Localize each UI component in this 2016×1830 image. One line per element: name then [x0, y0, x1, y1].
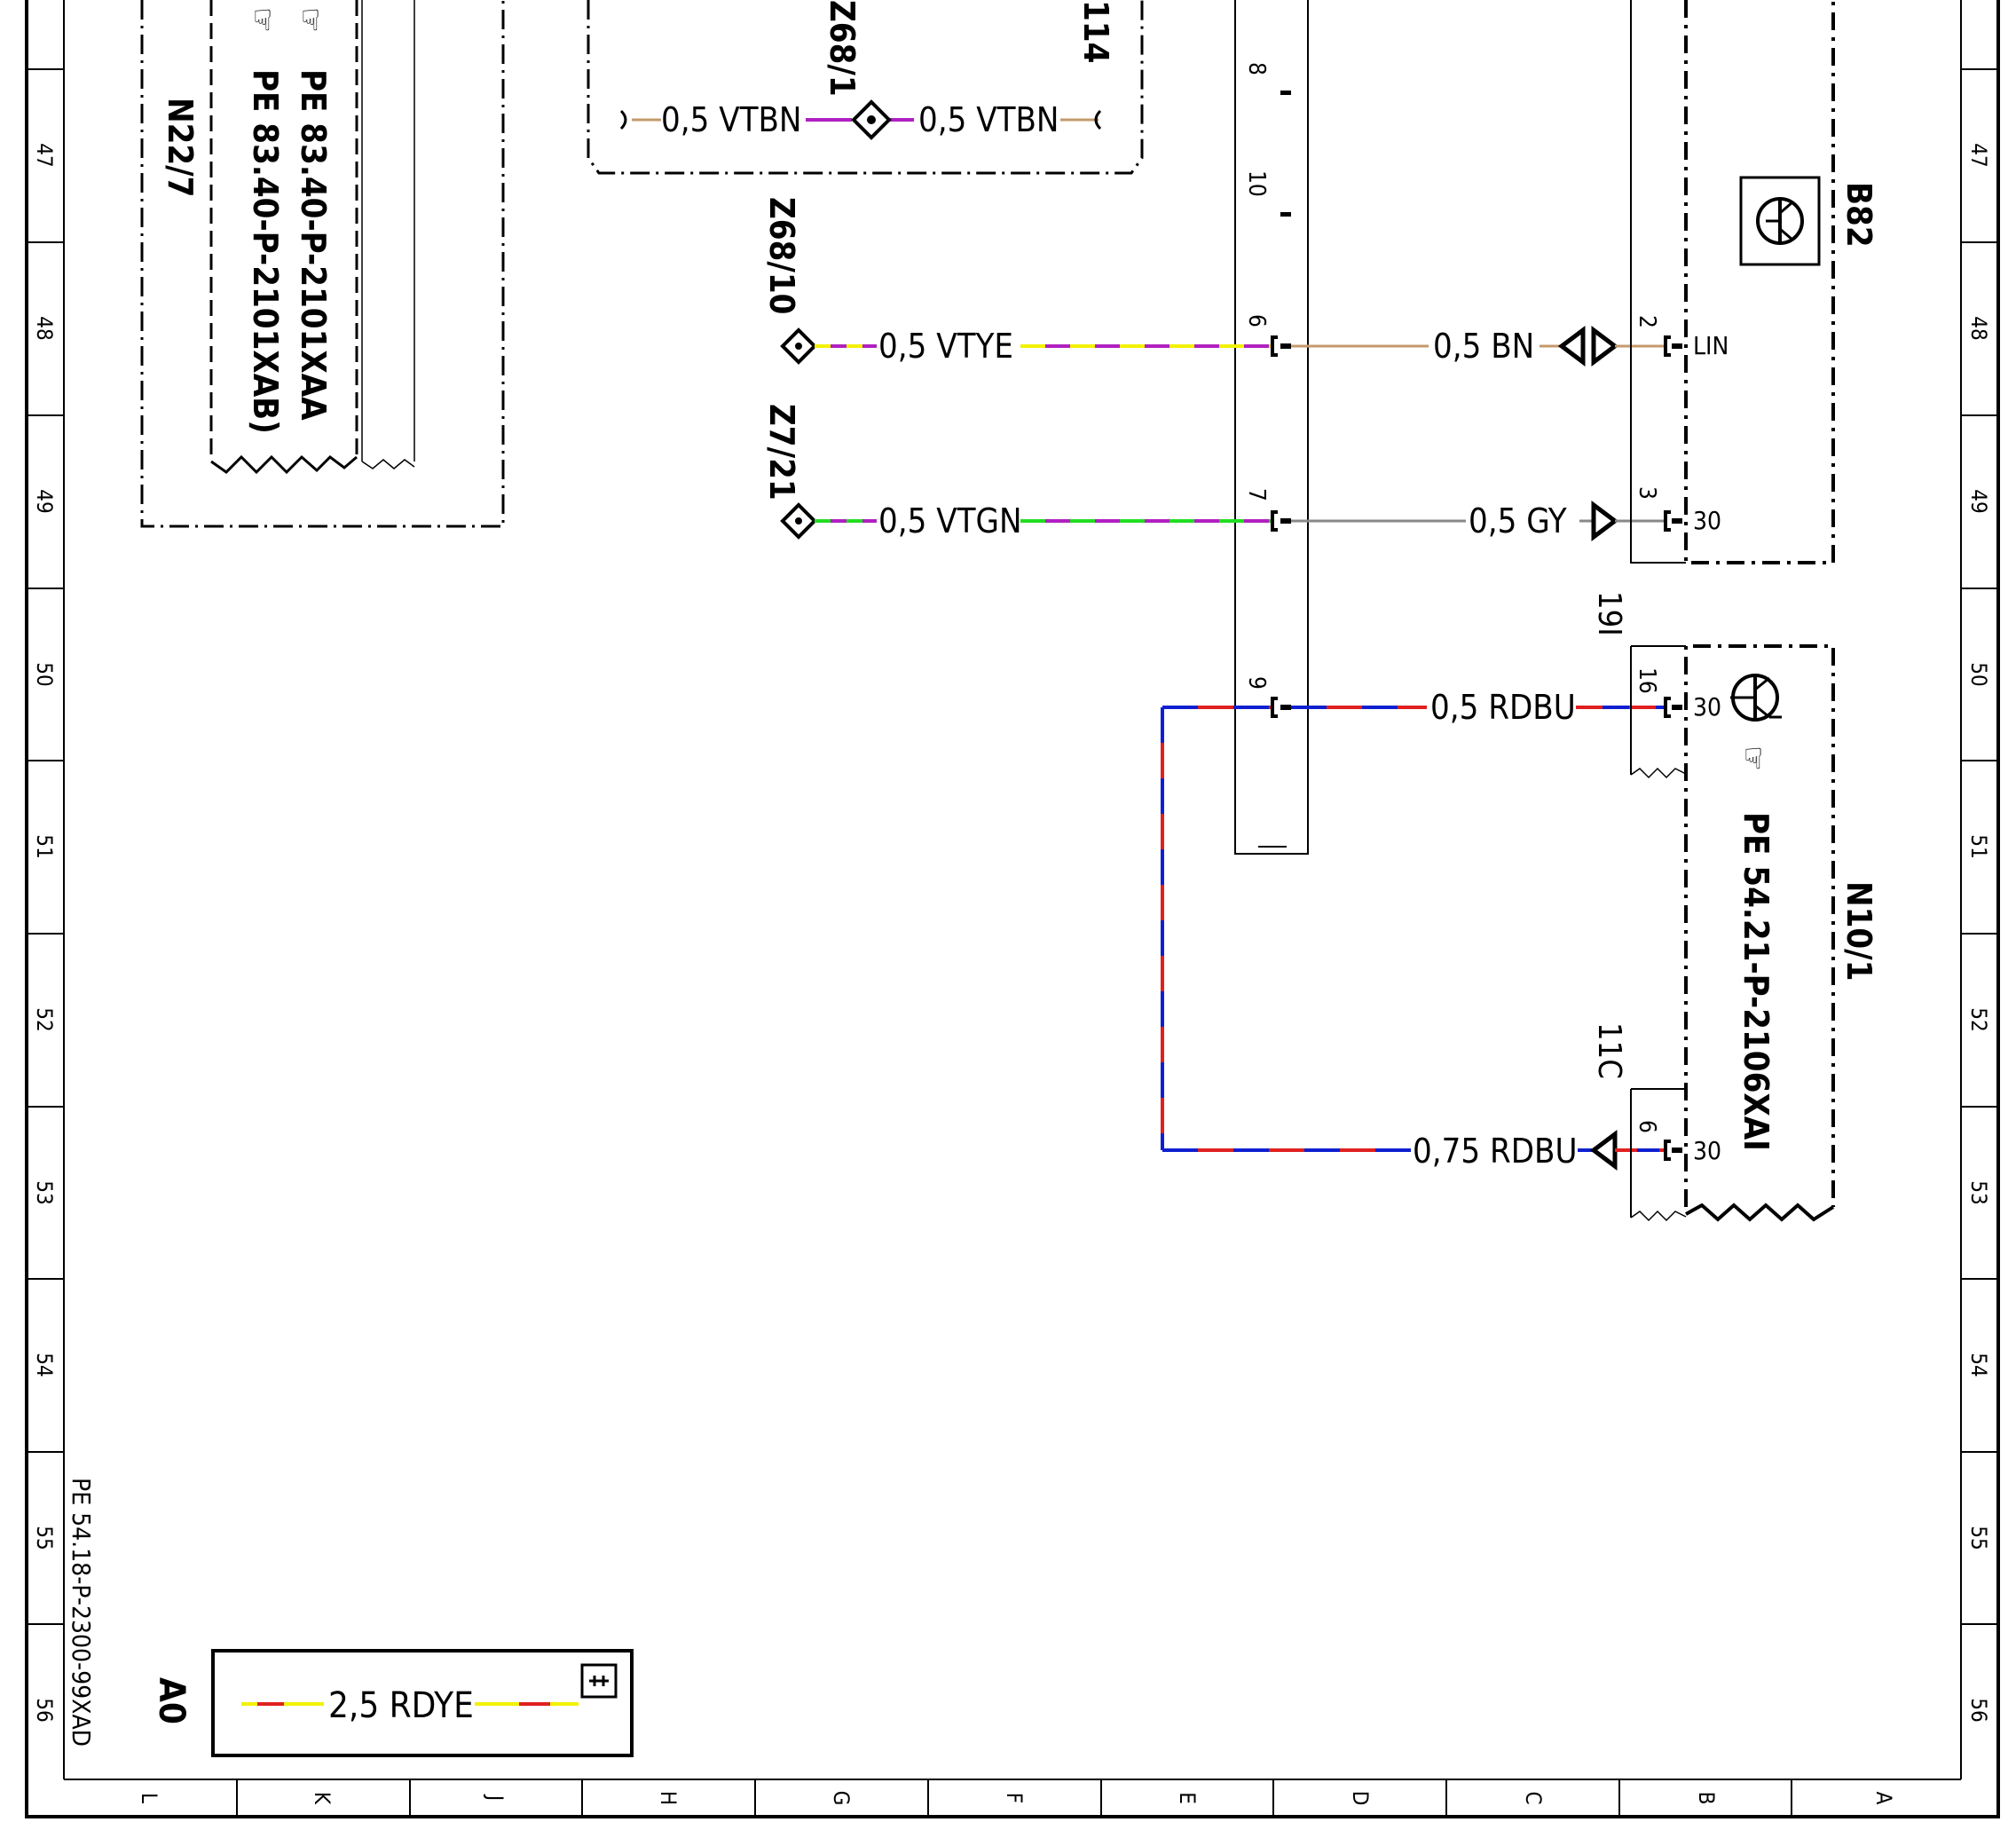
- connector-z7-21: Z7/21: [762, 404, 817, 540]
- pin-number: 9: [1243, 676, 1270, 690]
- connector-id: 19I: [1591, 591, 1627, 636]
- sheet-frame: [25, 0, 2000, 1818]
- reference-link[interactable]: PE 83.40-P-2101XAA: [294, 69, 333, 421]
- row-label: 51: [32, 834, 57, 858]
- wire-vtye: 0,5 VTYE: [815, 327, 1291, 366]
- row-label: 54: [32, 1353, 57, 1376]
- wire-vtgn: 0,5 VTGN: [815, 501, 1291, 540]
- wire-label: 0,5 VTGN: [878, 501, 1022, 540]
- column-label: L: [137, 1793, 161, 1803]
- pin-label: 30: [1693, 1136, 1721, 1165]
- hand-pointer-icon: ☞: [244, 7, 280, 33]
- pin-number: 16: [1634, 667, 1660, 694]
- row-label: 56: [1966, 1698, 1991, 1722]
- pin-label: LIN: [1693, 331, 1729, 360]
- component-id: N10/1: [1839, 881, 1878, 981]
- row-label: 55: [32, 1526, 57, 1550]
- column-label: G: [829, 1791, 854, 1806]
- pin-number: 8: [1243, 62, 1270, 75]
- connector-arrow: [1589, 1130, 1618, 1171]
- connector-id: Z68/10: [762, 197, 801, 314]
- row-label: 53: [1966, 1180, 1991, 1204]
- connector-arrow: [1591, 501, 1619, 541]
- row-label: 52: [1966, 1007, 1991, 1031]
- row-label: 48: [1966, 316, 1991, 340]
- row-label: 54: [1966, 1353, 1991, 1376]
- column-label: D: [1348, 1791, 1373, 1806]
- component-top-box: 114 Z68/1 0,5 VTBN 0,5 VTBN: [587, 0, 1144, 175]
- row-label: 49: [1966, 489, 1991, 513]
- wire-label: 0,5 BN: [1433, 327, 1534, 366]
- pin-number: 6: [1243, 314, 1270, 327]
- wire-label: 0,5 GY: [1469, 501, 1567, 540]
- component-id: N22/7: [161, 98, 200, 197]
- pin-number: 6: [1634, 1120, 1660, 1133]
- row-label: 53: [32, 1180, 57, 1204]
- component-n10-1: N10/1 PE 54.21-P-2106XAI ☞ 19I 11C 16 30…: [1591, 591, 1878, 1222]
- component-a0: A0 2,5 RDYE: [151, 1649, 634, 1757]
- pin-label: 30: [1693, 692, 1721, 722]
- wire-rdbu-075: 0,75 RDBU: [1161, 707, 1682, 1171]
- wire-rdbu-05: 0,5 RDBU: [1162, 688, 1682, 727]
- row-label: 50: [32, 662, 57, 686]
- component-id-partial: 114: [1076, 0, 1115, 63]
- pin-number: 10: [1243, 170, 1270, 197]
- pin-number: 7: [1243, 488, 1270, 501]
- pin-label: 30: [1693, 506, 1721, 535]
- pin-number: 2: [1634, 315, 1660, 328]
- column-label: K: [310, 1792, 335, 1805]
- row-label: 48: [32, 316, 57, 340]
- component-n22-7: N22/7 PE 83.40-P-2101XAA PE 83.40-P-2101…: [140, 0, 505, 528]
- column-label: C: [1521, 1791, 1546, 1804]
- connector-arrow: [1557, 326, 1586, 367]
- row-label: 51: [1966, 834, 1991, 858]
- column-label: H: [656, 1791, 681, 1805]
- reference-link[interactable]: PE 54.21-P-2106XAI: [1736, 812, 1776, 1151]
- column-label: E: [1175, 1792, 1200, 1804]
- row-label: 49: [32, 489, 57, 513]
- row-label: 50: [1966, 662, 1991, 686]
- row-label: 56: [32, 1698, 57, 1722]
- wire-label: 0,5 VTBN: [661, 100, 801, 139]
- connector-id: Z68/1: [823, 0, 862, 97]
- row-labels: 47 48 49 50 51 52 53 54 55 56 47 48 49 5…: [32, 143, 1991, 1722]
- row-label: 52: [32, 1007, 57, 1031]
- reference-link[interactable]: PE 83.40-P-2101XAB): [246, 69, 285, 434]
- connector-id: Z7/21: [762, 404, 801, 501]
- connector-z68-10: Z68/10: [762, 197, 817, 365]
- harness-connector: 8 10 6 7 9: [1234, 0, 1309, 855]
- wire-label: 0,75 RDBU: [1413, 1132, 1578, 1171]
- wire-label: 0,5 RDBU: [1430, 688, 1576, 727]
- hand-pointer-icon: ☞: [292, 7, 328, 33]
- document-number: PE 54.18-P-2300-99XAD: [67, 1478, 96, 1747]
- component-b82: B82 2 LIN 3 30: [1630, 0, 1878, 564]
- column-label: B: [1694, 1792, 1719, 1805]
- column-label: J: [483, 1794, 508, 1801]
- connector-arrow: [1591, 326, 1619, 367]
- component-id: A0: [151, 1677, 192, 1724]
- component-id: B82: [1839, 182, 1878, 248]
- wire-gy: 0,5 GY: [1291, 501, 1682, 541]
- row-label: 47: [1966, 143, 1991, 167]
- pin-number: 3: [1634, 486, 1660, 500]
- column-labels: L K J H G F E D C B A: [137, 1791, 1896, 1806]
- sensor-box: [1739, 176, 1821, 266]
- hand-pointer-icon: ☞: [1735, 745, 1771, 771]
- row-label: 47: [32, 143, 57, 167]
- row-label: 55: [1966, 1526, 1991, 1550]
- wire-label: 0,5 VTYE: [878, 327, 1013, 366]
- wire-label: 2,5 RDYE: [328, 1685, 474, 1726]
- wire-label: 0,5 VTBN: [918, 100, 1059, 139]
- column-label: A: [1871, 1792, 1896, 1805]
- connector-id: 11C: [1591, 1022, 1627, 1079]
- column-label: F: [1002, 1793, 1027, 1803]
- wire-bn: 0,5 BN: [1291, 326, 1682, 367]
